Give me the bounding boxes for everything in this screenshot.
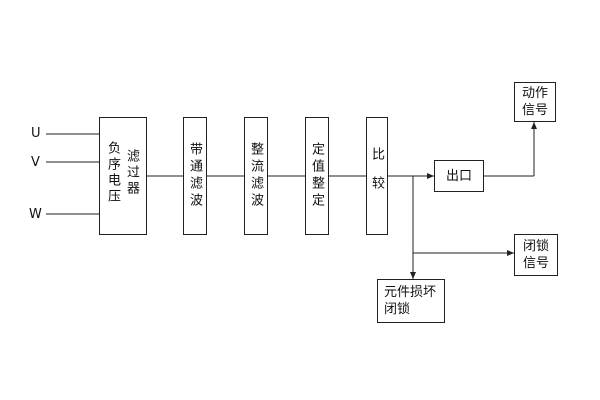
action-signal-block: 动作 信号 (514, 82, 556, 122)
input-label-u: U (31, 126, 41, 141)
setting-block: 定值整定 (305, 117, 329, 235)
component-damage-lockout-block: 元件损坏 闭锁 (377, 279, 445, 323)
comparator-block: 比较 (366, 117, 388, 235)
lockout-signal-block: 闭锁 信号 (514, 234, 558, 276)
output-block: 出口 (434, 160, 484, 192)
component-damage-lockout-label: 元件损坏 闭锁 (384, 285, 437, 317)
input-label-w: W (29, 207, 42, 222)
neg-seq-filter-label-col1: 负序电压 (105, 141, 120, 205)
neg-seq-filter-label-col2: 滤过器 (124, 149, 139, 197)
rectifier-filter-block: 整流滤波 (244, 117, 268, 235)
bandpass-filter-label: 带通滤波 (187, 142, 202, 210)
output-label: 出口 (446, 169, 473, 184)
rectifier-filter-label: 整流滤波 (248, 142, 263, 210)
bandpass-filter-block: 带通滤波 (183, 117, 207, 235)
setting-label: 定值整定 (309, 142, 324, 210)
input-label-v: V (31, 155, 40, 170)
comparator-label: 比较 (369, 147, 384, 205)
action-signal-label: 动作 信号 (522, 86, 549, 118)
lockout-signal-label: 闭锁 信号 (523, 239, 550, 271)
neg-seq-filter-block: 负序电压 滤过器 (99, 117, 147, 235)
